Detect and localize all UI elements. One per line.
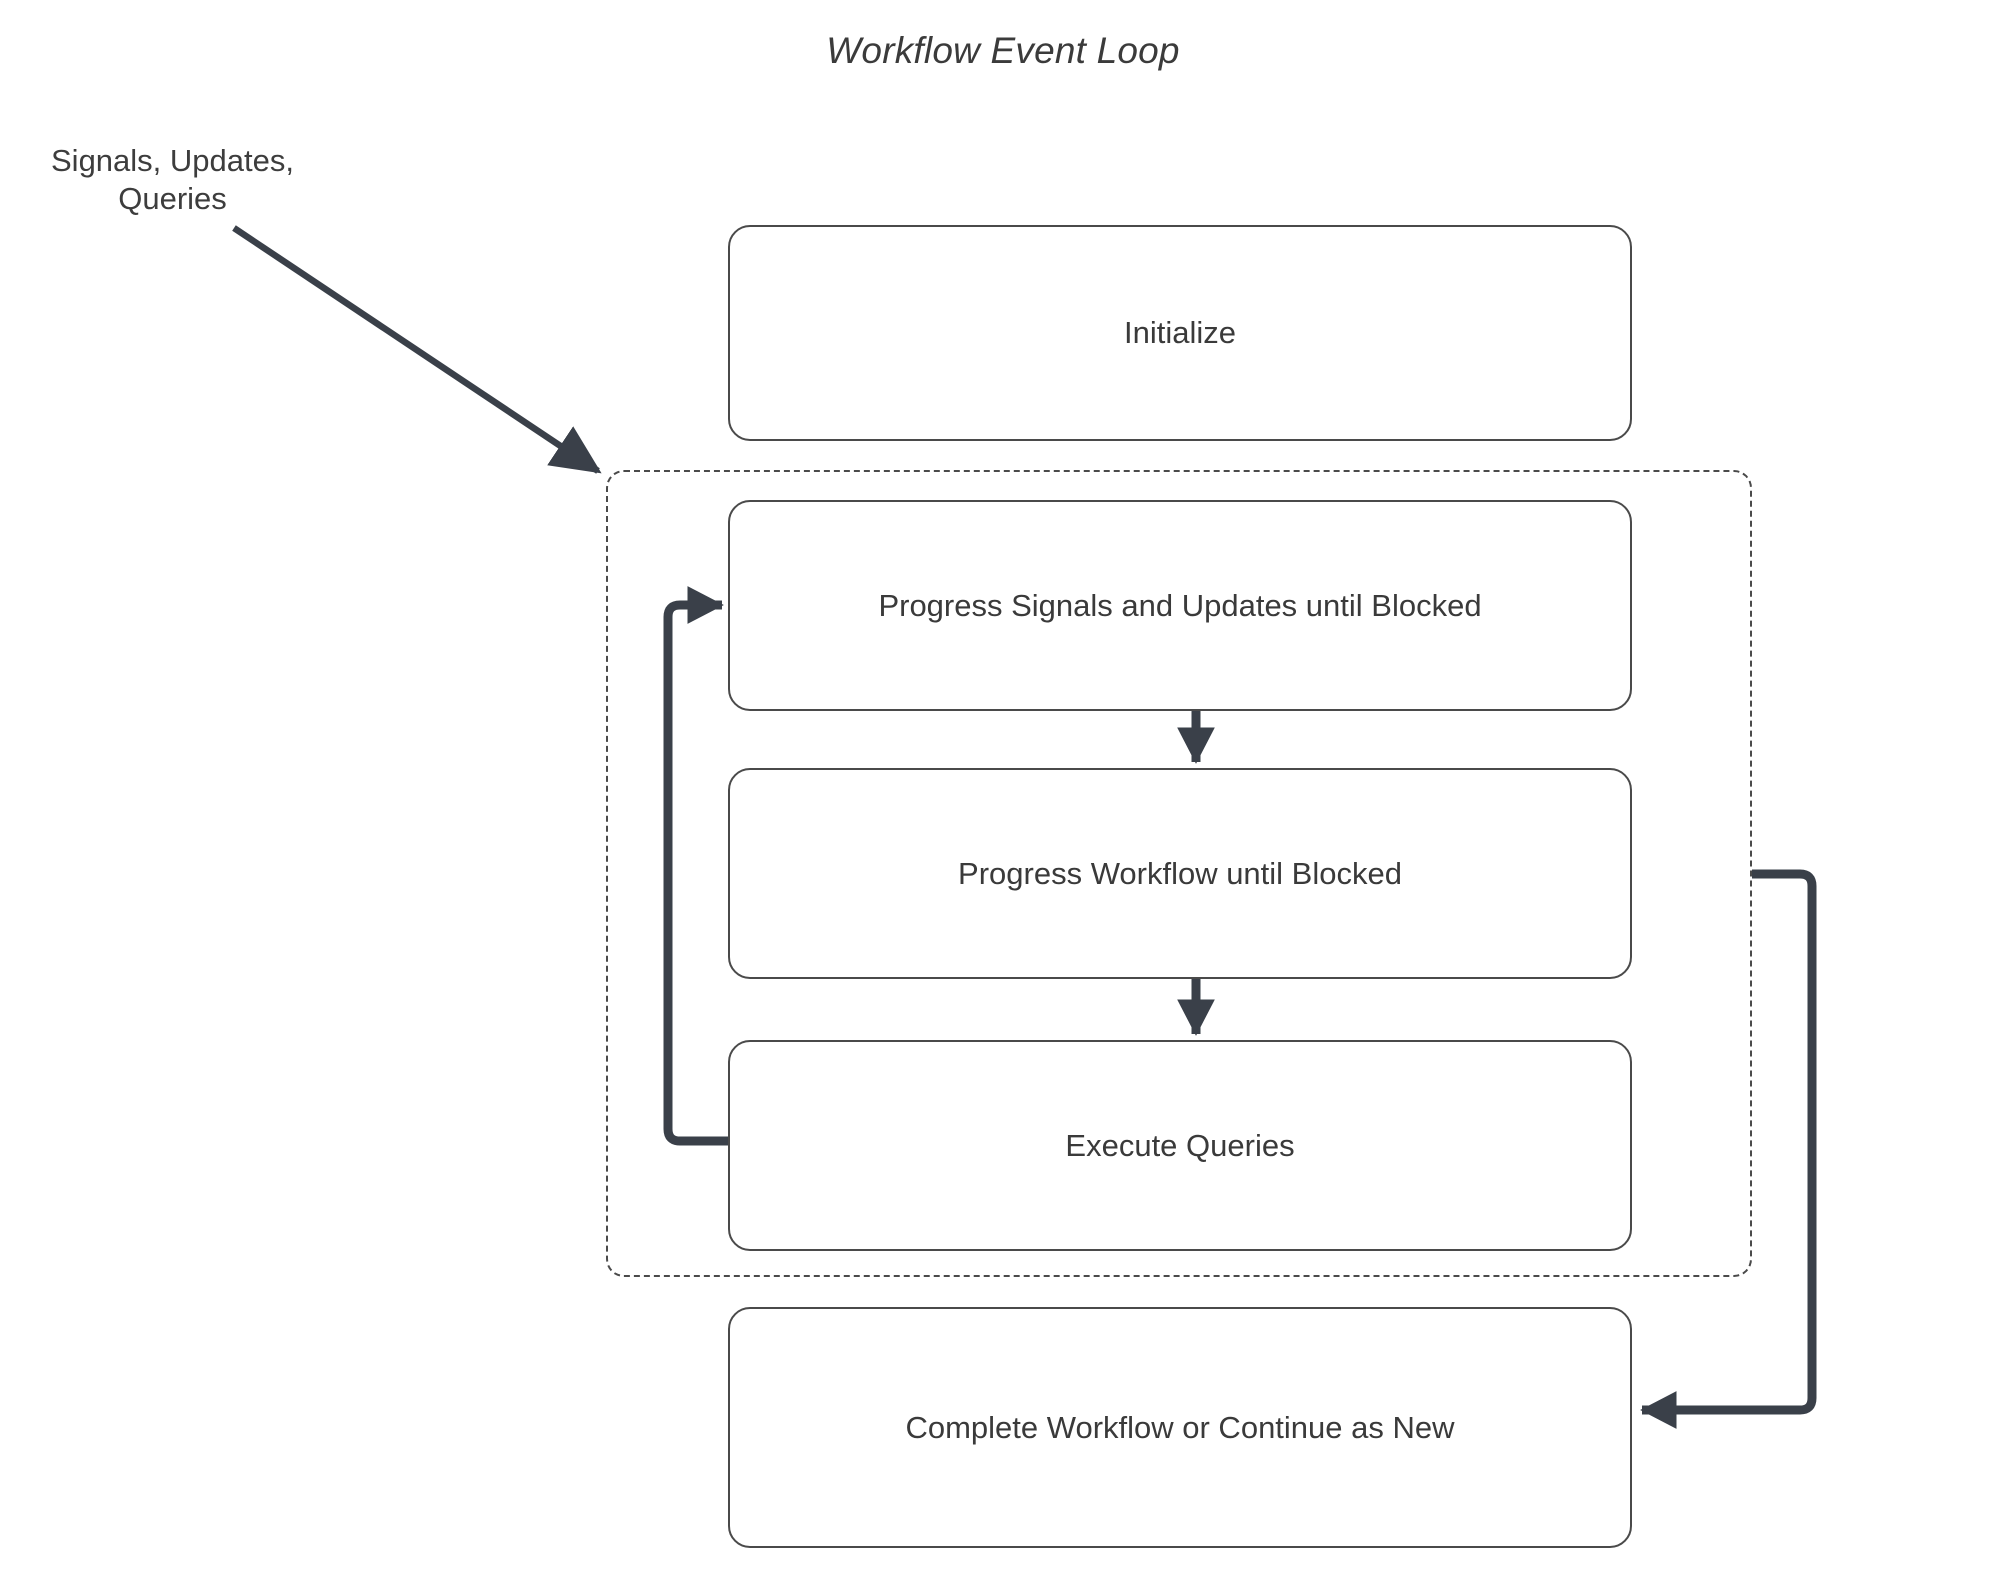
node-execute-queries[interactable]: Execute Queries [728,1040,1632,1251]
edge-loop-back [663,586,728,1146]
node-progress-workflow-label: Progress Workflow until Blocked [958,855,1402,891]
node-progress-signals-label: Progress Signals and Updates until Block… [878,587,1482,623]
node-initialize-label: Initialize [1124,315,1236,351]
node-complete-workflow[interactable]: Complete Workflow or Continue as New [728,1307,1632,1548]
event-loop-region [606,470,1752,1277]
node-initialize[interactable]: Initialize [728,225,1632,441]
edge-external-input [232,225,602,474]
node-progress-signals[interactable]: Progress Signals and Updates until Block… [728,500,1632,711]
node-progress-workflow[interactable]: Progress Workflow until Blocked [728,768,1632,979]
node-execute-queries-label: Execute Queries [1065,1127,1295,1163]
edge-loop-exit [1640,869,1817,1429]
node-complete-workflow-label: Complete Workflow or Continue as New [905,1409,1455,1445]
